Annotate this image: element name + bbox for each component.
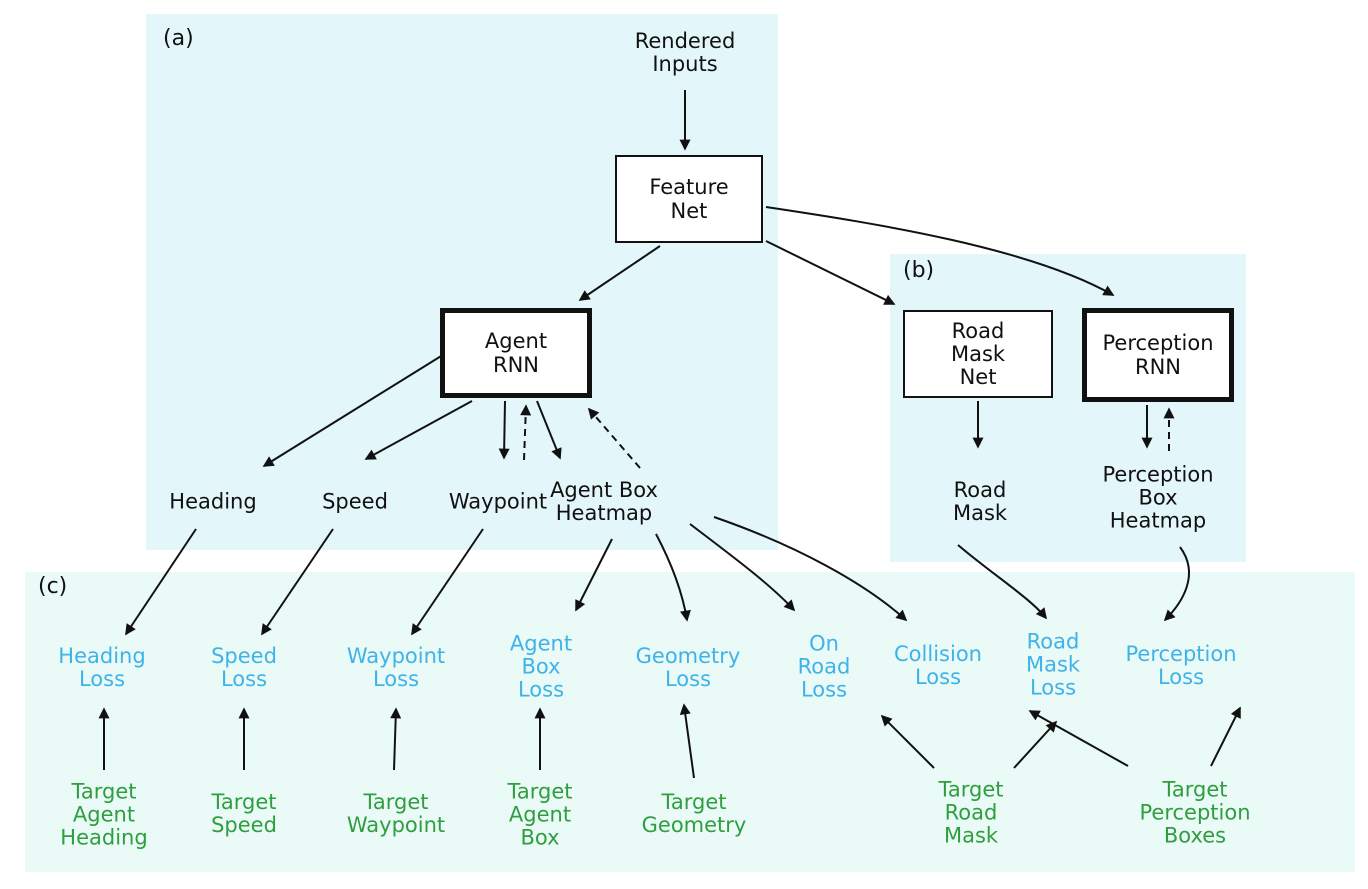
node-target-agent-heading: Target Agent Heading	[60, 779, 148, 850]
node-road-mask: Road Mask	[952, 478, 1008, 525]
node-waypoint-loss: Waypoint Loss	[346, 644, 446, 691]
node-agent-rnn: Agent RNN	[440, 308, 592, 398]
node-speed-loss: Speed Loss	[211, 644, 277, 691]
node-rendered-inputs: Rendered Inputs	[634, 29, 736, 76]
node-target-agent-box: Target Agent Box	[507, 779, 573, 850]
node-heading: Heading	[169, 489, 257, 514]
panel-a	[146, 14, 778, 550]
node-target-geometry: Target Geometry	[641, 790, 747, 837]
node-heading-loss: Heading Loss	[58, 644, 146, 691]
node-perception-box-heatmap: Perception Box Heatmap	[1102, 462, 1214, 533]
node-perception-loss: Perception Loss	[1125, 642, 1237, 689]
node-on-road-loss: On Road Loss	[797, 631, 851, 702]
panel-a-label: (a)	[163, 26, 194, 51]
node-target-speed: Target Speed	[211, 790, 277, 837]
panel-b-label: (b)	[903, 258, 935, 283]
node-waypoint: Waypoint	[448, 489, 548, 514]
node-perception-rnn: Perception RNN	[1082, 308, 1234, 402]
node-agent-box-loss: Agent Box Loss	[509, 631, 573, 702]
node-collision-loss: Collision Loss	[894, 642, 982, 689]
node-agent-box-heatmap: Agent Box Heatmap	[550, 478, 658, 525]
node-target-road-mask: Target Road Mask	[938, 777, 1004, 848]
node-geometry-loss: Geometry Loss	[635, 644, 741, 691]
node-target-perception-boxes: Target Perception Boxes	[1139, 777, 1251, 848]
panel-c-label: (c)	[38, 574, 68, 599]
node-road-mask-net: Road Mask Net	[903, 310, 1053, 398]
node-feature-net: Feature Net	[615, 155, 763, 243]
panel-b	[890, 254, 1246, 562]
node-target-waypoint: Target Waypoint	[346, 790, 446, 837]
edge-feature-net-to-road-mask-net	[765, 240, 896, 305]
node-road-mask-loss: Road Mask Loss	[1025, 629, 1081, 700]
node-speed: Speed	[322, 489, 388, 514]
